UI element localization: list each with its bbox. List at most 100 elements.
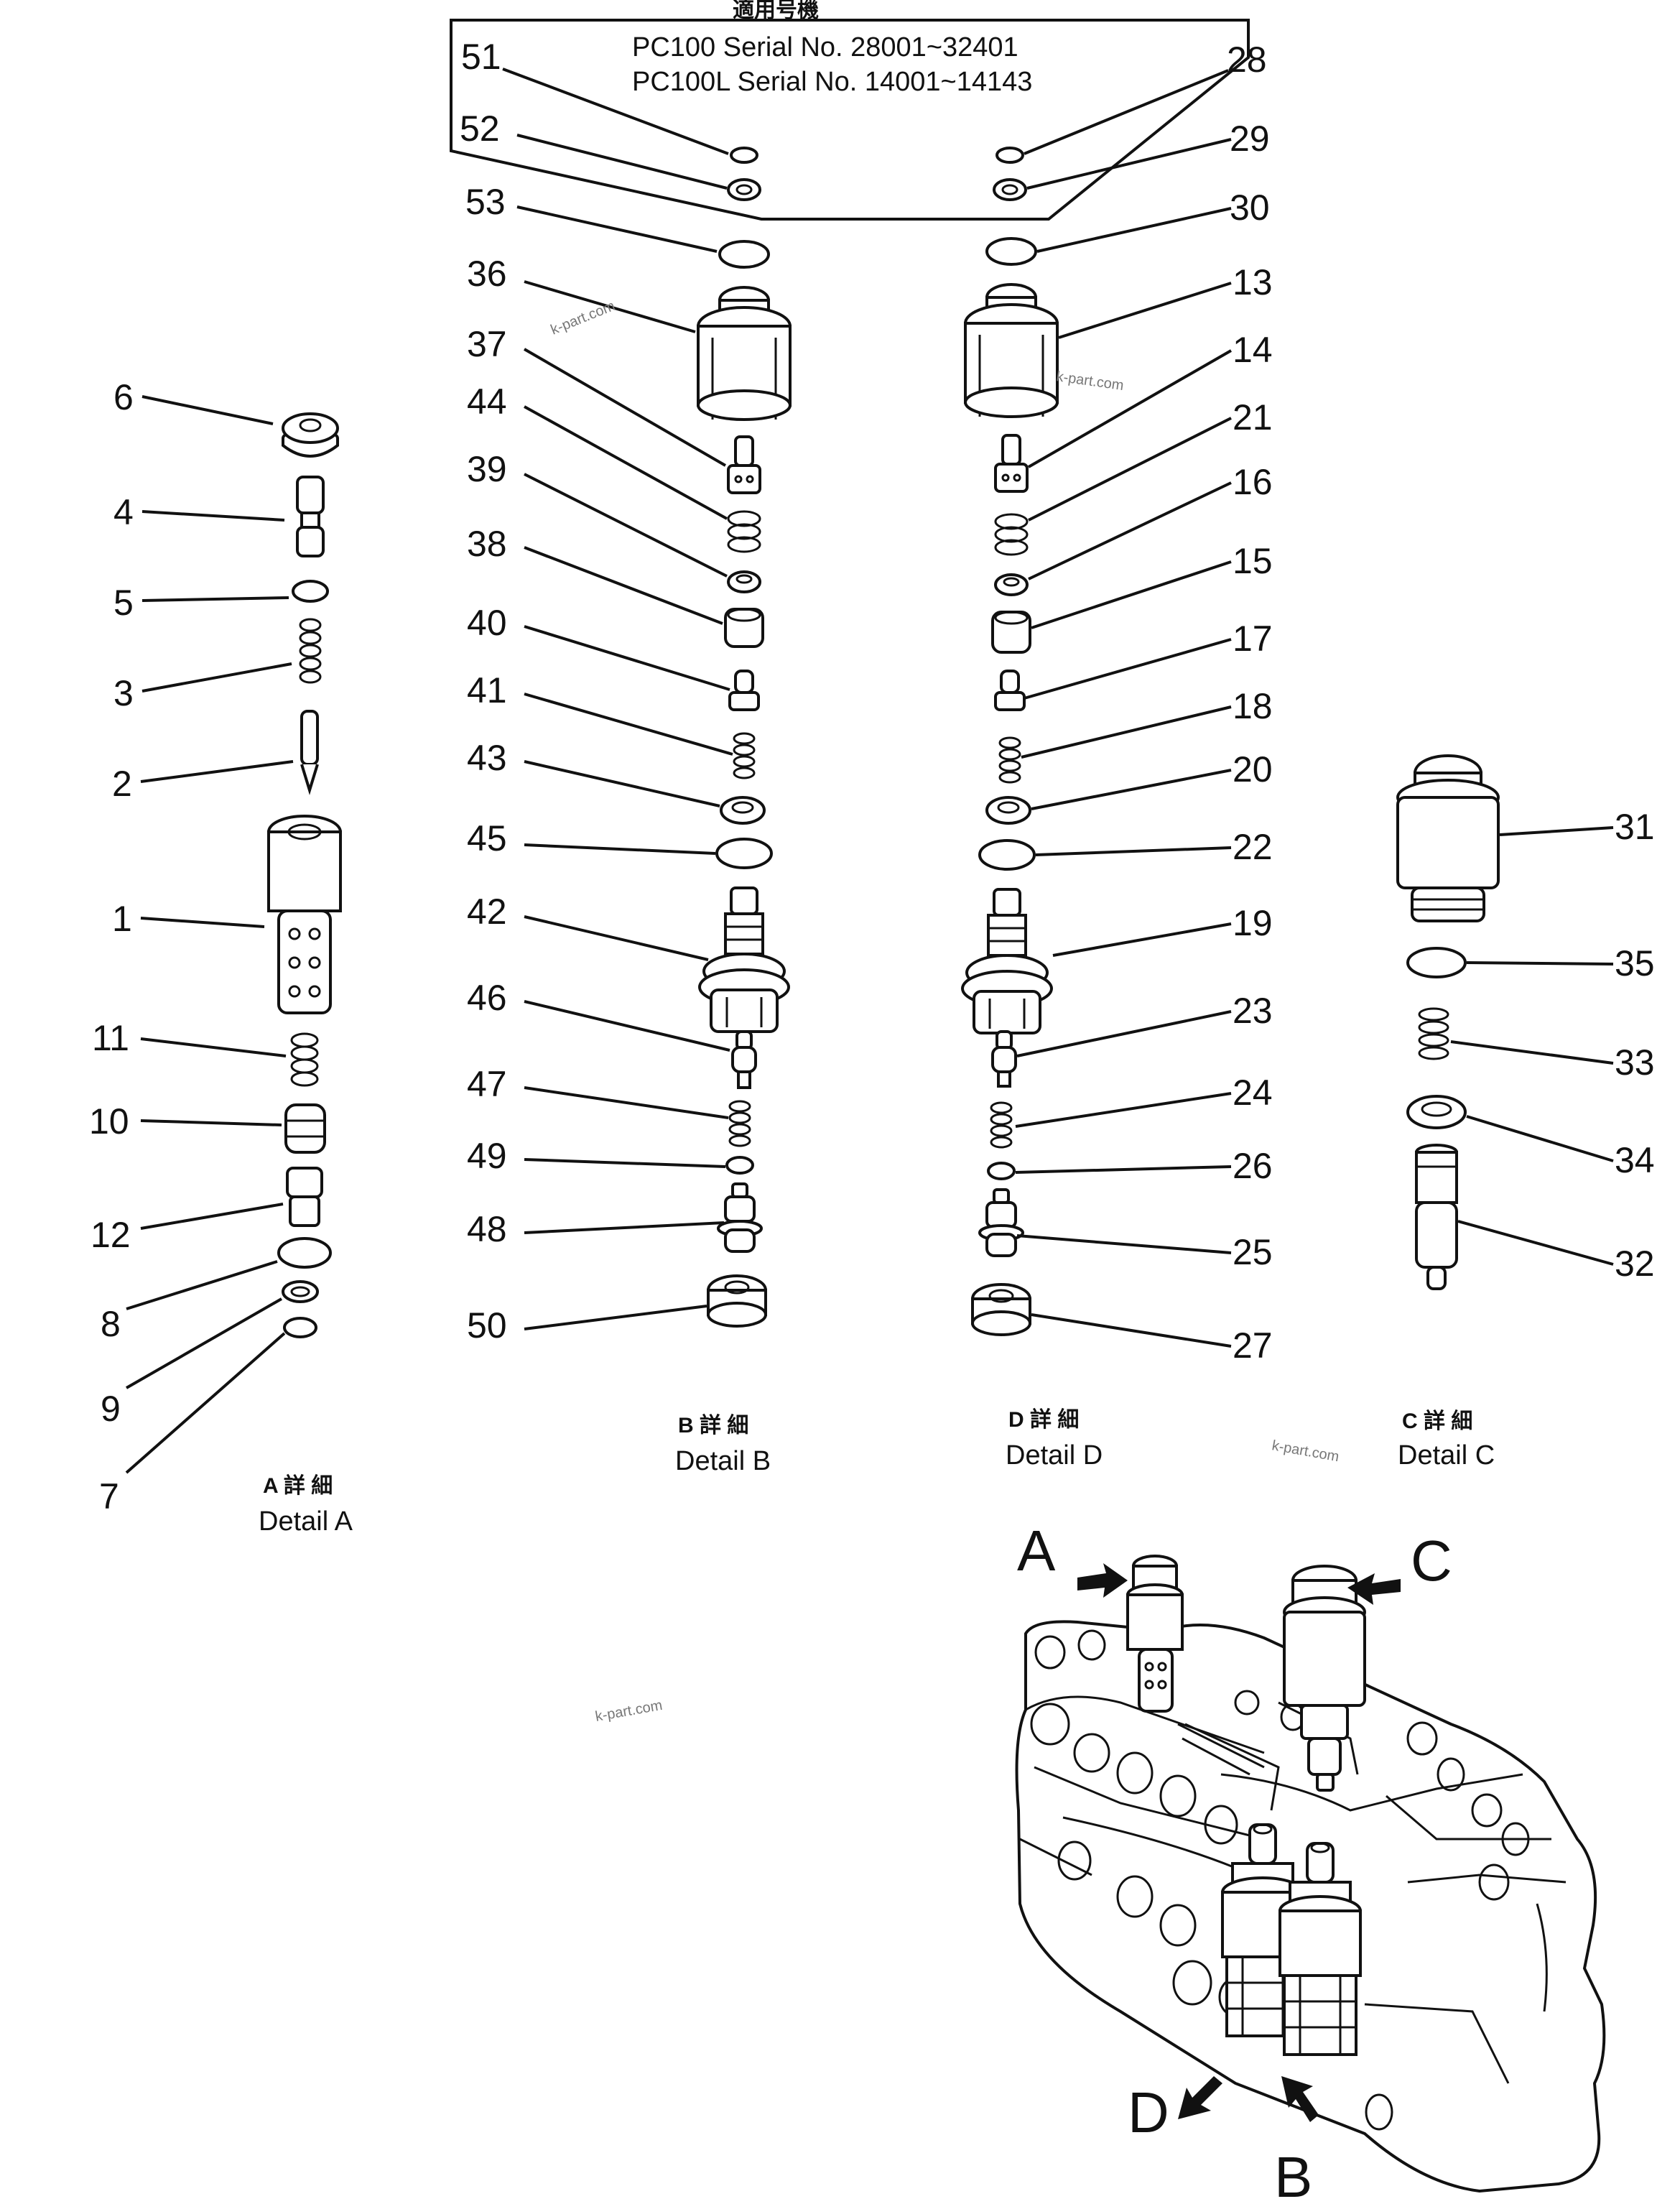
- leader-lines: [125, 68, 1614, 1474]
- arrow-a-icon: [1077, 1563, 1128, 1598]
- callout-2: 2: [112, 764, 132, 804]
- callout-35: 35: [1615, 943, 1655, 983]
- watermarks: k-part.com k-part.com k-part.com k-part.…: [549, 298, 1340, 1725]
- watermark-2: k-part.com: [1055, 369, 1125, 394]
- callout-51: 51: [461, 37, 501, 77]
- part-18-spring: [998, 736, 1021, 784]
- watermark-4: k-part.com: [594, 1698, 664, 1725]
- part-13-cap: [964, 283, 1059, 418]
- part-43-ring: [720, 796, 766, 825]
- detail-a-jp: A 詳 細: [263, 1473, 333, 1498]
- part-29-backup-ring: [993, 178, 1027, 201]
- part-1-sleeve: [267, 815, 342, 1014]
- callout-33: 33: [1615, 1042, 1655, 1083]
- callout-18: 18: [1233, 686, 1273, 726]
- callout-31: 31: [1615, 807, 1655, 847]
- callout-11: 11: [92, 1018, 129, 1058]
- part-9-backup-ring: [282, 1280, 319, 1303]
- callout-45: 45: [467, 818, 507, 858]
- detail-a-parts: [267, 412, 342, 1338]
- detail-a-caption: Detail A: [259, 1506, 353, 1537]
- assembly-valve-c: [1283, 1565, 1366, 1792]
- callout-27: 27: [1233, 1325, 1273, 1366]
- part-32-piston: [1415, 1144, 1458, 1290]
- part-44-spring: [727, 510, 761, 553]
- detail-b-jp: B 詳 細: [678, 1413, 748, 1437]
- part-26-o-ring: [987, 1162, 1016, 1180]
- part-48-plug: [717, 1182, 763, 1253]
- callout-10: 10: [89, 1101, 129, 1142]
- callout-52: 52: [460, 108, 500, 149]
- serial-header: 適用号機 PC100 Serial No. 28001~32401 PC100L…: [450, 0, 1250, 221]
- part-3-spring: [299, 618, 322, 684]
- callout-26: 26: [1233, 1146, 1273, 1186]
- part-38-sleeve: [724, 608, 764, 648]
- callout-47: 47: [467, 1064, 507, 1104]
- part-4-plug: [296, 476, 325, 557]
- part-12-plug: [286, 1167, 323, 1227]
- callout-1: 1: [112, 899, 132, 939]
- header-serial-line-1: PC100 Serial No. 28001~32401: [632, 32, 1018, 62]
- callout-numbers: 6 4 5 3 2 1 11 10 12 8 9 7 51 52 53 36 3…: [89, 37, 1655, 1517]
- assembly-label-a: A: [1017, 1519, 1056, 1583]
- part-42-valve-body: [698, 886, 790, 1033]
- part-25-plug: [978, 1188, 1024, 1257]
- part-15-sleeve: [991, 611, 1031, 654]
- callout-13: 13: [1233, 262, 1273, 302]
- detail-captions: A 詳 細 Detail A B 詳 細 Detail B D 詳 細 Deta…: [259, 1407, 1495, 1537]
- part-17-piston: [994, 670, 1026, 711]
- callout-21: 21: [1233, 397, 1273, 437]
- assembly-label-b: B: [1274, 2145, 1312, 2204]
- part-10-sleeve: [284, 1103, 326, 1154]
- part-6-nut: [282, 412, 339, 458]
- callout-16: 16: [1233, 462, 1273, 502]
- part-19-valve-body: [961, 888, 1053, 1034]
- callout-20: 20: [1233, 749, 1273, 790]
- arrow-b-icon: [1281, 2076, 1319, 2122]
- callout-32: 32: [1615, 1244, 1655, 1284]
- callout-48: 48: [467, 1209, 507, 1249]
- callout-6: 6: [113, 377, 134, 417]
- detail-b-parts: [697, 147, 792, 1328]
- part-8-o-ring: [277, 1237, 332, 1269]
- part-16-seat: [994, 573, 1029, 596]
- callout-14: 14: [1233, 330, 1273, 370]
- arrow-d-icon: [1178, 2076, 1222, 2119]
- callout-3: 3: [113, 673, 134, 713]
- assembly-valve-b: [1278, 1842, 1362, 2056]
- detail-d-jp: D 詳 細: [1008, 1407, 1079, 1432]
- part-27-nut: [971, 1283, 1031, 1336]
- part-51-o-ring: [730, 147, 758, 164]
- callout-23: 23: [1233, 991, 1273, 1031]
- part-23-poppet: [991, 1030, 1017, 1088]
- part-11-spring: [290, 1032, 319, 1087]
- assembly-label-d: D: [1128, 2080, 1169, 2144]
- callout-29: 29: [1230, 119, 1270, 159]
- detail-c-jp: C 詳 細: [1402, 1409, 1472, 1433]
- detail-b-caption: Detail B: [675, 1446, 771, 1476]
- part-22-o-ring: [978, 839, 1036, 871]
- part-53-o-ring: [718, 240, 770, 269]
- part-40-piston: [728, 670, 760, 711]
- part-7-o-ring: [283, 1317, 317, 1338]
- part-5-o-ring: [292, 580, 329, 603]
- header-serial-line-2: PC100L Serial No. 14001~14143: [632, 67, 1032, 97]
- callout-49: 49: [467, 1136, 507, 1176]
- callout-41: 41: [467, 670, 507, 710]
- callout-12: 12: [91, 1215, 131, 1255]
- callout-17: 17: [1233, 619, 1273, 659]
- part-49-o-ring: [725, 1156, 754, 1175]
- part-30-o-ring: [985, 237, 1037, 266]
- part-20-ring: [985, 796, 1031, 825]
- callout-38: 38: [467, 524, 507, 564]
- callout-19: 19: [1233, 903, 1273, 943]
- callout-28: 28: [1227, 40, 1267, 80]
- callout-5: 5: [113, 583, 134, 623]
- detail-d-parts: [961, 147, 1059, 1336]
- assembly-valve-a: [1126, 1555, 1184, 1713]
- callout-8: 8: [101, 1304, 121, 1344]
- part-47-spring: [728, 1100, 751, 1147]
- part-21-spring: [994, 513, 1029, 556]
- callout-25: 25: [1233, 1232, 1273, 1272]
